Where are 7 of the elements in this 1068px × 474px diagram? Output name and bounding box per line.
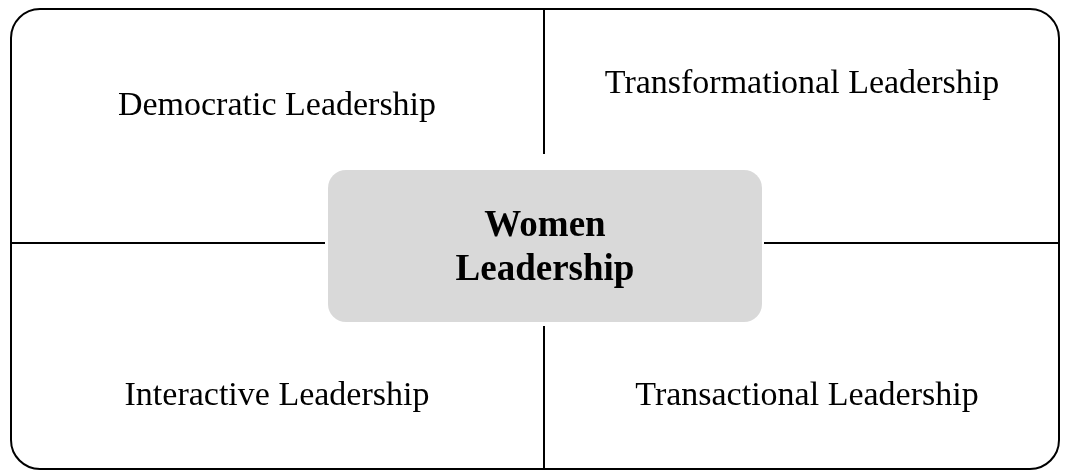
quadrant-frame: [10, 8, 1060, 470]
quadrant-label: Democratic Leadership: [116, 84, 438, 124]
quadrant-label: Transformational Leadership: [603, 62, 1001, 102]
quadrant-label: Interactive Leadership: [123, 374, 431, 414]
central-box: [328, 170, 762, 322]
central-label: Women Leadership: [454, 202, 636, 290]
quadrant-label: Transactional Leadership: [634, 374, 980, 414]
